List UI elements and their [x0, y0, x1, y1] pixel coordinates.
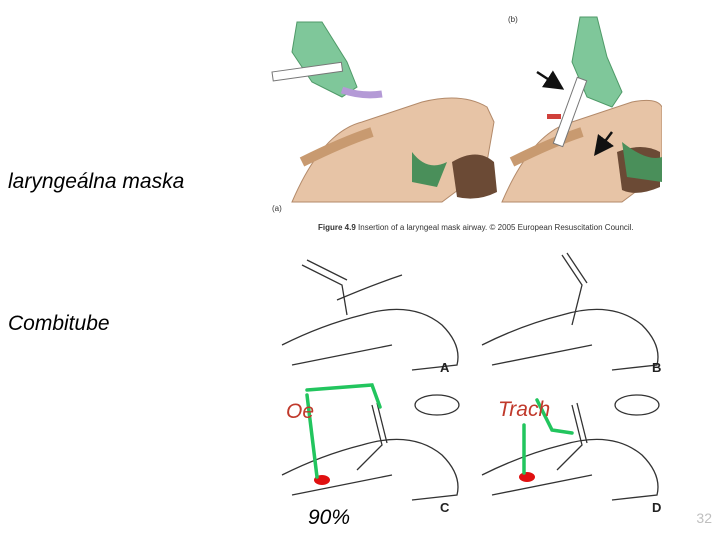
panel-b-label: (b) [508, 15, 518, 24]
lma-figure-caption: Figure 4.9 Insertion of a laryngeal mask… [318, 223, 634, 232]
combitube-letter-d: D [652, 500, 662, 515]
combitube-figure [281, 252, 660, 501]
oe-label: Oe [286, 400, 315, 423]
panel-a-label: (a) [272, 204, 282, 213]
caption-text: Insertion of a laryngeal mask airway. © … [358, 223, 634, 232]
green-arrows [305, 383, 574, 479]
lma-label: laryngeálna maska [8, 170, 185, 193]
lma-panel-a [271, 21, 497, 203]
percent-label: 90% [308, 506, 351, 529]
page-number: 32 [696, 510, 712, 526]
combitube-letter-c: C [440, 500, 450, 515]
combitube-letter-b: B [652, 360, 662, 375]
trach-label: Trach [498, 398, 551, 421]
lma-insertion-figure [271, 16, 662, 203]
combitube-drawings [281, 252, 660, 501]
caption-figure-number: Figure 4.9 [318, 223, 356, 232]
oesophagus-marker-d [519, 472, 535, 482]
lma-panel-b [501, 16, 662, 203]
combitube-label: Combitube [8, 312, 110, 335]
combitube-letter-a: A [440, 360, 450, 375]
